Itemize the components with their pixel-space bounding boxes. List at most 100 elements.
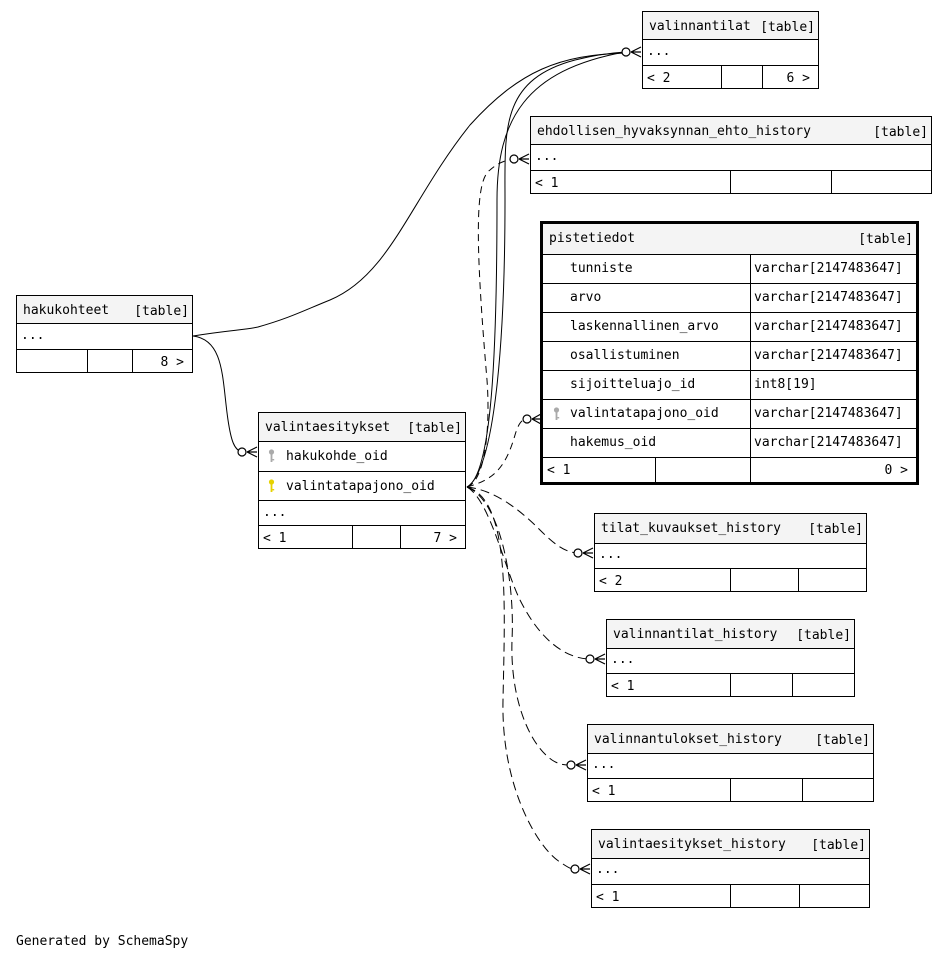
more-columns: ... [263,505,287,520]
table-name: valintaesitykset_history [598,837,786,852]
table-footer: < 1 [588,779,873,801]
table-footer: < 1 [592,885,869,907]
parent-count-link[interactable]: < 1 [611,679,635,694]
table-header: valintaesitykset_history [table] [592,830,869,859]
column-name: valintatapajono_oid [286,479,435,494]
endpoint-valintaesitykset-history [570,863,591,875]
table-footer: < 2 6 > [643,66,818,88]
endpoint-pistetiedot [522,413,542,425]
more-columns-row: ... [259,501,465,526]
more-columns-row: ... [588,754,873,779]
endpoint-valintaesitykset [237,446,258,458]
table-valintaesitykset-history[interactable]: valintaesitykset_history [table] ... < 1 [591,829,870,908]
column-type: varchar[2147483647] [754,261,903,276]
column-type: varchar[2147483647] [754,406,903,421]
table-tilat-kuvaukset-history[interactable]: tilat_kuvaukset_history [table] ... < 2 [594,513,867,592]
table-valintaesitykset[interactable]: valintaesitykset [table] hakukohde_oid v… [258,412,466,549]
table-ehdollisen-hyvaksynnan-ehto-history[interactable]: ehdollisen_hyvaksynnan_ehto_history [tab… [530,116,932,194]
endpoint-valinnantulokset-history [566,759,587,771]
more-columns-row: ... [643,40,818,66]
edge-valintaesitykset-valinnantilat-2 [466,51,626,488]
column-row[interactable]: hakukohde_oid [259,442,465,472]
column-row[interactable]: hakemus_oid varchar[2147483647] [543,429,916,458]
more-columns: ... [599,547,623,562]
table-name: hakukohteet [23,303,110,318]
more-columns: ... [21,328,45,343]
edge-valintaesitykset-valinnantilat-history [466,486,590,660]
table-name: valinnantulokset_history [594,732,782,747]
table-name: tilat_kuvaukset_history [601,521,782,536]
table-name: valintaesitykset [265,420,391,435]
column-row[interactable]: tunniste varchar[2147483647] [543,255,916,284]
table-header: pistetiedot [table] [543,224,916,255]
table-hakukohteet[interactable]: hakukohteet [table] ... 8 > [16,295,193,373]
table-footer: < 1 7 > [259,526,465,548]
endpoint-valinnantilat [621,46,642,58]
column-row[interactable]: valintatapajono_oid varchar[2147483647] [543,400,916,429]
table-header: valinnantilat [table] [643,12,818,40]
column-row[interactable]: osallistuminen varchar[2147483647] [543,342,916,371]
child-count-link[interactable]: 6 > [786,71,810,86]
more-columns: ... [535,149,559,164]
column-type: varchar[2147483647] [754,435,903,450]
column-name: sijoitteluajo_id [570,377,696,392]
table-valinnantilat[interactable]: valinnantilat [table] ... < 2 6 > [642,11,819,89]
column-name: arvo [570,290,602,305]
edge-hakukohteet-valinnantilat [192,52,626,337]
child-count-link[interactable]: 7 > [433,531,457,546]
more-columns-row: ... [17,324,192,350]
table-name: valinnantilat_history [613,627,778,642]
column-row[interactable]: valintatapajono_oid [259,472,465,501]
table-footer: < 1 0 > [543,458,916,482]
column-type: varchar[2147483647] [754,348,903,363]
column-row[interactable]: laskennallinen_arvo varchar[2147483647] [543,313,916,342]
table-header: valinnantilat_history [table] [607,620,854,649]
parent-count-link[interactable]: < 1 [535,176,559,191]
parent-count-link[interactable]: < 2 [599,574,623,589]
parent-count-link[interactable]: < 2 [647,71,671,86]
more-columns: ... [611,652,635,667]
table-footer: 8 > [17,350,192,372]
table-pistetiedot[interactable]: pistetiedot [table] tunniste varchar[214… [540,221,919,485]
foreign-key-icon [553,407,560,420]
child-count-link[interactable]: 0 > [884,463,908,478]
column-name: hakukohde_oid [286,449,388,464]
table-type-tag: [table] [873,125,928,140]
edge-valintaesitykset-valintaesitykset-history [466,486,575,870]
column-name: tunniste [570,261,633,276]
generated-by-note: Generated by SchemaSpy [16,934,189,949]
foreign-key-icon [268,449,275,462]
table-footer: < 2 [595,569,866,591]
column-name: laskennallinen_arvo [570,319,719,334]
more-columns-row: ... [595,544,866,569]
column-row[interactable]: arvo varchar[2147483647] [543,284,916,313]
parent-count-link[interactable]: < 1 [547,463,571,478]
child-count-link[interactable]: 8 > [160,355,184,370]
column-type: varchar[2147483647] [754,290,903,305]
more-columns: ... [592,757,616,772]
table-name: valinnantilat [649,19,751,34]
column-type: int8[19] [754,377,817,392]
more-columns-row: ... [531,145,931,171]
table-name: pistetiedot [549,231,636,246]
table-type-tag: [table] [815,733,870,748]
table-valinnantulokset-history[interactable]: valinnantulokset_history [table] ... < 1 [587,724,874,802]
endpoint-tilat-kuvaukset [573,547,594,559]
edge-valintaesitykset-valinnantulokset-history [466,486,571,766]
edge-valintaesitykset-valinnantilat [466,51,626,488]
primary-key-icon [268,479,275,492]
column-row[interactable]: sijoitteluajo_id int8[19] [543,371,916,400]
more-columns-row: ... [607,649,854,674]
more-columns-row: ... [592,859,869,885]
parent-count-link[interactable]: < 1 [263,531,287,546]
table-valinnantilat-history[interactable]: valinnantilat_history [table] ... < 1 [606,619,855,697]
more-columns: ... [647,44,671,59]
more-columns: ... [596,862,620,877]
table-type-tag: [table] [811,838,866,853]
table-footer: < 1 [607,674,854,696]
parent-count-link[interactable]: < 1 [592,784,616,799]
column-type: varchar[2147483647] [754,319,903,334]
edge-valintaesitykset-ehdollisen [466,158,516,488]
parent-count-link[interactable]: < 1 [596,890,620,905]
